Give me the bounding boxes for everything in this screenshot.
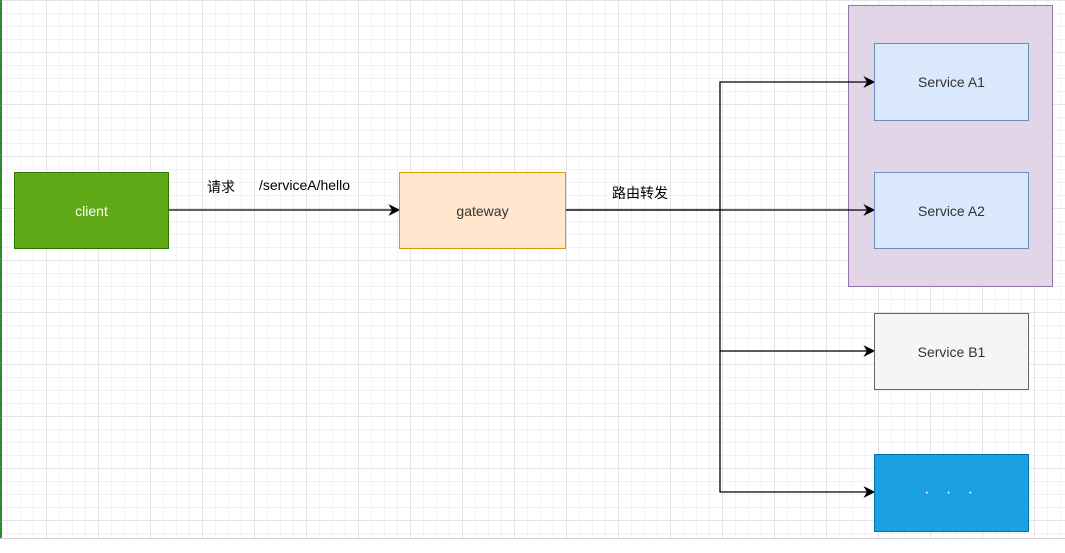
canvas-left-border [0,0,2,540]
request-label: 请求 [207,179,235,195]
service-b1-label: Service B1 [917,343,986,360]
service-a2-label: Service A2 [918,202,985,219]
request-path-label: /serviceA/hello [259,177,351,193]
gateway-label: gateway [456,202,509,219]
client-node[interactable]: client [14,172,169,249]
service-b1-node[interactable]: Service B1 [874,313,1029,390]
service-a1-node[interactable]: Service A1 [874,43,1029,121]
route-forward-label: 路由转发 [612,185,668,201]
gateway-node[interactable]: gateway [399,172,566,249]
edge-gateway-to-more[interactable] [719,351,876,498]
more-services-label: · · · [924,484,979,501]
more-services-node[interactable]: · · · [874,454,1029,532]
edge-gateway-to-service-b1[interactable] [719,210,876,357]
service-a2-node[interactable]: Service A2 [874,172,1029,249]
client-label: client [75,202,108,219]
service-a1-label: Service A1 [918,74,985,90]
canvas-bottom-border [0,538,1065,553]
